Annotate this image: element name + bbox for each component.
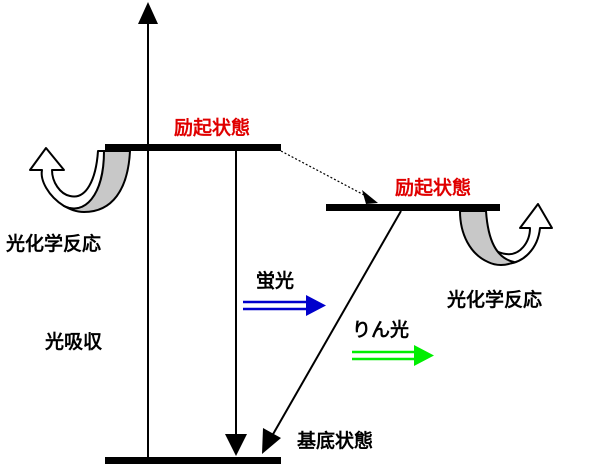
ground-state-label: 基底状態 <box>296 429 373 452</box>
phosphorescence-double-arrow <box>352 345 434 366</box>
fluorescence-transition-head <box>225 434 247 456</box>
phosphorescence-label: りん光 <box>352 318 409 341</box>
absorption-arrow-head <box>138 2 158 24</box>
phosphorescence-transition-head <box>262 428 281 454</box>
excited-state-level-2 <box>326 204 500 211</box>
ground-state-level <box>105 457 281 464</box>
absorption-label: 光吸収 <box>44 330 103 353</box>
photochem-reaction-label-right: 光化学反応 <box>446 288 542 311</box>
excited-state-label-2: 励起状態 <box>395 176 471 199</box>
intersystem-crossing-head <box>362 190 378 204</box>
fluorescence-label: 蛍光 <box>256 269 294 292</box>
photochem-reaction-arrow-left <box>29 147 131 213</box>
excited-state-label-1: 励起状態 <box>174 116 250 139</box>
photochem-reaction-label-left: 光化学反応 <box>5 232 101 255</box>
phosphorescence-transition-line <box>271 210 402 437</box>
fluorescence-double-arrow <box>243 295 326 316</box>
photochem-reaction-arrow-right <box>459 203 553 266</box>
intersystem-crossing-line <box>280 150 367 197</box>
excited-state-level-1 <box>105 144 281 151</box>
